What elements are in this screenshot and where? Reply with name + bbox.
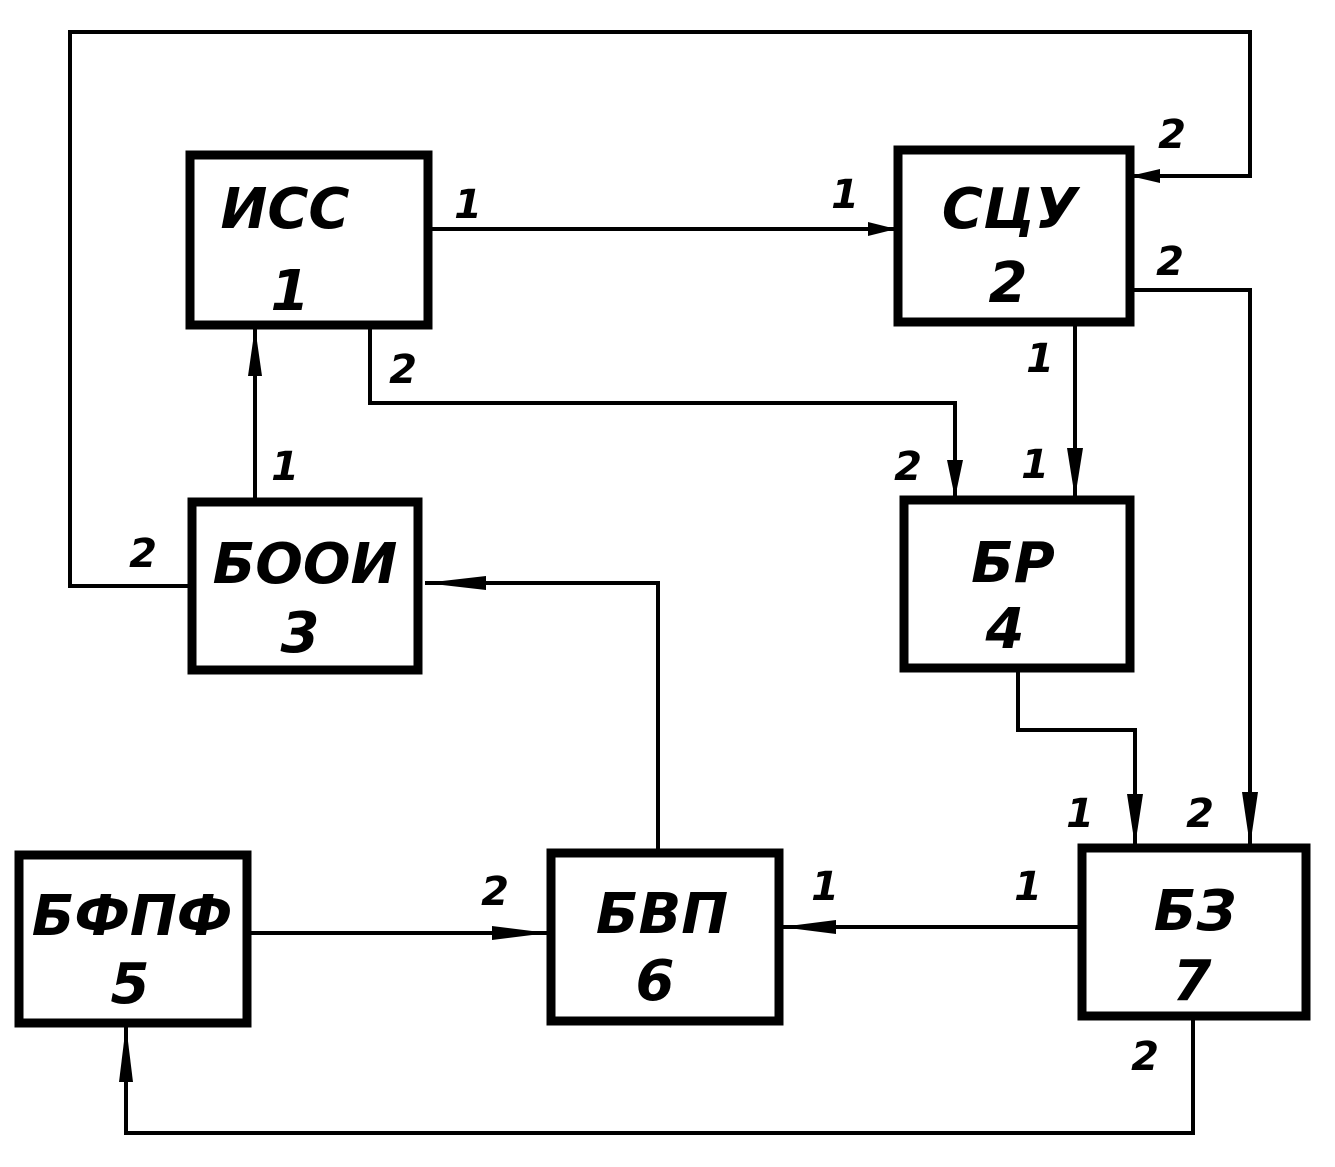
block-name: БФПФ bbox=[32, 884, 233, 949]
wire-scu-to-bz bbox=[1130, 290, 1250, 846]
arrowhead bbox=[248, 327, 262, 376]
block-name: БВП bbox=[596, 882, 728, 947]
block-name: БР bbox=[971, 531, 1055, 596]
port-label-br-in1: 1 bbox=[1021, 442, 1049, 488]
port-label-br-in2: 2 bbox=[894, 444, 922, 490]
block-name: БЗ bbox=[1154, 879, 1236, 944]
arrowhead bbox=[868, 222, 896, 236]
port-label-iss-out2: 2 bbox=[389, 347, 417, 393]
block-name: СЦУ bbox=[942, 177, 1081, 242]
block-number: 1 bbox=[271, 259, 310, 324]
wire-iss-to-br bbox=[370, 325, 955, 498]
port-label-bz-out2: 2 bbox=[1131, 1034, 1159, 1080]
block-br: БР 4 bbox=[904, 500, 1130, 668]
block-number: 5 bbox=[111, 952, 150, 1017]
port-label-booi-out2: 2 bbox=[129, 531, 157, 577]
arrowhead bbox=[1067, 448, 1083, 498]
block-bfpf: БФПФ 5 bbox=[19, 855, 247, 1023]
port-label-bvp-in1: 1 bbox=[811, 864, 839, 910]
arrowhead bbox=[492, 926, 548, 940]
block-bz: БЗ 7 bbox=[1082, 848, 1306, 1016]
arrowhead bbox=[1127, 794, 1143, 846]
wire-bvp-to-booi bbox=[425, 583, 658, 849]
block-name: БООИ bbox=[213, 532, 398, 597]
block-name: ИСС bbox=[220, 177, 349, 242]
port-label-scu-in2: 2 bbox=[1158, 112, 1186, 158]
port-label-bz-in1: 1 bbox=[1066, 791, 1094, 837]
port-label-bvp-in2: 2 bbox=[481, 869, 509, 915]
block-number: 2 bbox=[989, 251, 1028, 316]
port-label-scu-out1: 1 bbox=[1026, 336, 1054, 382]
wire-bz-to-bfpf bbox=[126, 1018, 1193, 1133]
block-number: 6 bbox=[636, 949, 675, 1014]
arrowhead bbox=[119, 1025, 133, 1082]
port-label-bz-out1: 1 bbox=[1014, 864, 1042, 910]
block-number: 7 bbox=[1173, 949, 1212, 1014]
port-label-bz-in2: 2 bbox=[1186, 791, 1214, 837]
block-iss: ИСС 1 bbox=[190, 155, 428, 325]
block-bvp: БВП 6 bbox=[551, 853, 779, 1021]
arrowhead bbox=[425, 576, 486, 590]
arrowhead bbox=[781, 920, 836, 934]
port-label-scu-out2: 2 bbox=[1156, 239, 1184, 285]
port-label-scu-in1: 1 bbox=[831, 172, 859, 218]
port-label-booi-out1: 1 bbox=[271, 444, 299, 490]
port-label-iss-out1: 1 bbox=[454, 182, 482, 228]
block-number: 4 bbox=[985, 597, 1025, 662]
arrowhead bbox=[947, 460, 963, 498]
block-number: 3 bbox=[281, 601, 320, 666]
block-scu: СЦУ 2 bbox=[898, 150, 1130, 322]
arrowhead bbox=[1242, 792, 1258, 846]
block-booi: БООИ 3 bbox=[192, 502, 418, 670]
